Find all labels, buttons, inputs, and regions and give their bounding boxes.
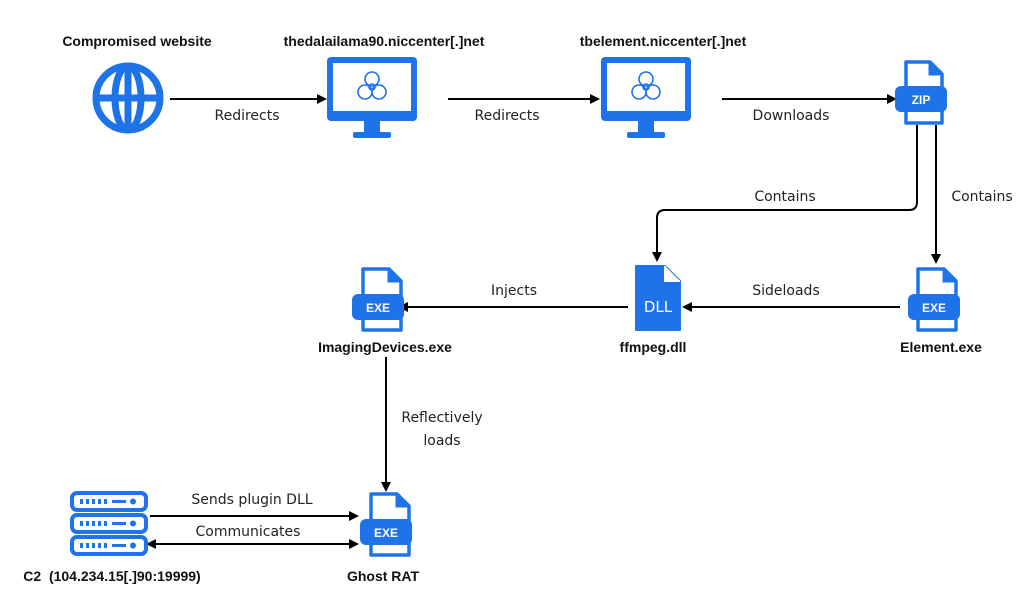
edge-label-redirects-2: Redirects bbox=[474, 108, 539, 124]
edge-label-injects: Injects bbox=[491, 283, 537, 299]
node-element: EXE Element.exe bbox=[900, 267, 982, 355]
dll-badge: DLL bbox=[644, 298, 673, 316]
dll-file-icon: DLL bbox=[635, 265, 681, 331]
node-zip: ZIP bbox=[895, 60, 947, 125]
edge-label-loads: loads bbox=[423, 433, 460, 449]
exe-badge-element: EXE bbox=[922, 301, 946, 315]
globe-icon bbox=[92, 62, 164, 134]
node-label-compromised: Compromised website bbox=[62, 33, 212, 49]
node-label-ghost: Ghost RAT bbox=[347, 568, 420, 584]
node-tbelement: tbelement.niccenter[.]net bbox=[580, 33, 747, 138]
server-icon bbox=[70, 491, 148, 556]
edge-contains-ffmpeg bbox=[652, 125, 918, 262]
node-imaging-devices: EXE ImagingDevices.exe bbox=[318, 267, 452, 355]
node-ffmpeg: DLL ffmpeg.dll bbox=[620, 265, 687, 355]
zip-badge: ZIP bbox=[912, 93, 931, 107]
node-label-ffmpeg: ffmpeg.dll bbox=[620, 339, 687, 355]
edge-label-contains-2: Contains bbox=[951, 189, 1012, 205]
edge-label-communicates: Communicates bbox=[196, 524, 301, 540]
node-label-imaging: ImagingDevices.exe bbox=[318, 339, 452, 355]
zip-file-icon: ZIP bbox=[895, 60, 947, 125]
edge-label-downloads: Downloads bbox=[753, 108, 830, 124]
edge-label-sends-plugin: Sends plugin DLL bbox=[191, 492, 312, 508]
exe-file-icon: EXE bbox=[352, 267, 404, 332]
node-label-dalailama: thedalailama90.niccenter[.]net bbox=[284, 33, 485, 49]
edge-label-sideloads: Sideloads bbox=[752, 283, 820, 299]
exe-badge-imaging: EXE bbox=[366, 301, 390, 315]
exe-badge-ghost: EXE bbox=[374, 526, 398, 540]
edge-label-redirects-1: Redirects bbox=[214, 108, 279, 124]
exe-file-icon: EXE bbox=[908, 267, 960, 332]
node-dalailama: thedalailama90.niccenter[.]net bbox=[284, 33, 485, 138]
node-label-c2: C2 (104.234.15[.]90:19999) bbox=[23, 568, 200, 584]
exe-file-icon: EXE bbox=[360, 492, 412, 557]
node-label-element: Element.exe bbox=[900, 339, 982, 355]
node-c2: C2 (104.234.15[.]90:19999) bbox=[23, 491, 201, 584]
edge-label-reflectively: Reflectively bbox=[401, 410, 482, 426]
monitor-biohazard-icon bbox=[601, 57, 691, 138]
node-ghost-rat: EXE Ghost RAT bbox=[347, 492, 420, 584]
node-label-tbelement: tbelement.niccenter[.]net bbox=[580, 33, 747, 49]
edge-label-contains-1: Contains bbox=[754, 189, 815, 205]
node-compromised-website: Compromised website bbox=[62, 33, 212, 134]
monitor-biohazard-icon bbox=[327, 57, 417, 138]
